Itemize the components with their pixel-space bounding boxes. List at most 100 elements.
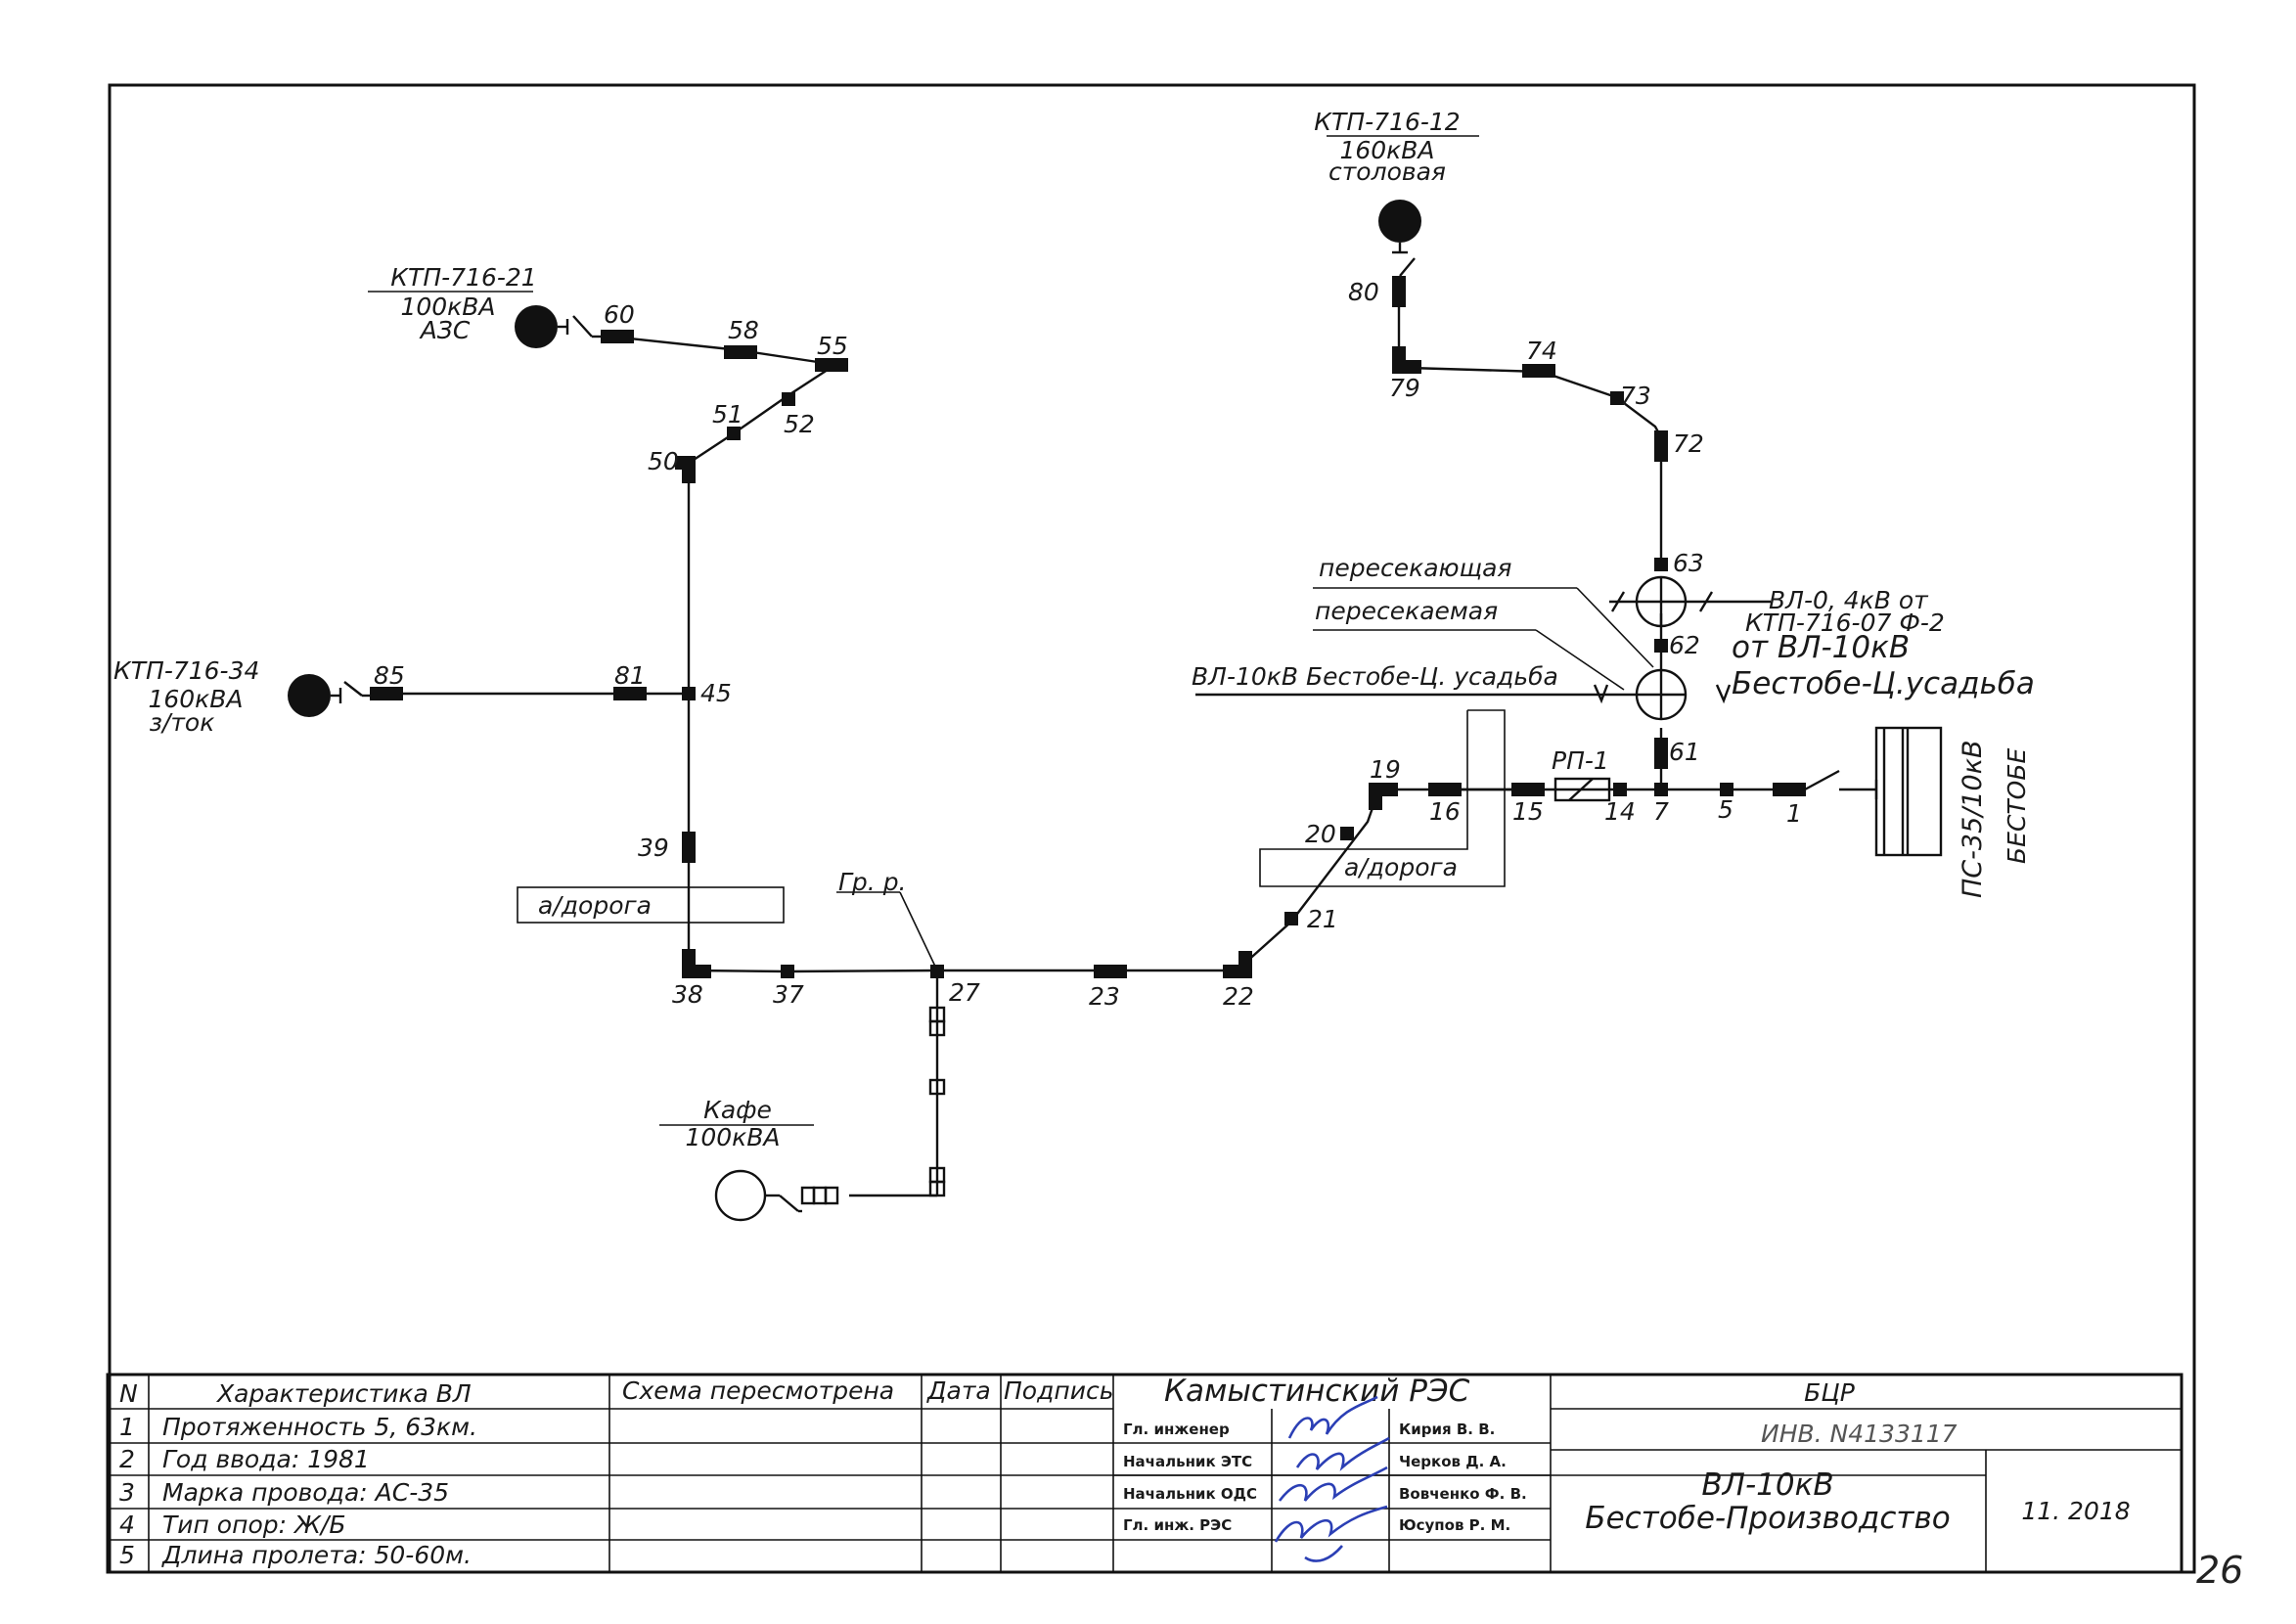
svg-text:51: 51	[712, 400, 743, 429]
pole-22b	[1223, 965, 1252, 978]
row-5-text: Длина пролета: 50-60м.	[161, 1541, 472, 1569]
svg-text:45: 45	[700, 679, 732, 707]
svg-text:73: 73	[1620, 382, 1651, 410]
row-4-text: Тип опор: Ж/Б	[162, 1511, 346, 1539]
vl04-label-2: КТП-716-07 Ф-2	[1745, 609, 1945, 637]
pole-1	[1773, 783, 1806, 796]
title-block: N Характеристика ВЛ Схема пересмотрена Д…	[106, 1373, 2183, 1574]
pole-38b	[682, 965, 711, 978]
vl10-branch-label: Бестобе-Ц.усадьба	[1732, 666, 2035, 701]
crossing-label: пересекающая	[1319, 554, 1511, 582]
role-1: Гл. инженер	[1123, 1421, 1230, 1438]
roads: а/дорога а/дорога	[517, 709, 1506, 924]
svg-text:80: 80	[1348, 278, 1379, 306]
pole-19b	[1369, 783, 1382, 810]
transformer-filled-icon	[515, 305, 558, 348]
signatures	[1274, 1395, 1390, 1562]
pole-5	[1720, 783, 1733, 796]
svg-text:23: 23	[1089, 982, 1120, 1011]
row-3-n: 3	[119, 1478, 135, 1507]
vl10-left-label: ВЛ-10кВ Бестобе-Ц. усадьба	[1192, 662, 1558, 691]
crossed-label: пересекаемая	[1315, 597, 1498, 625]
pole-58	[724, 345, 757, 359]
svg-text:72: 72	[1673, 429, 1704, 458]
page-number: 26	[2196, 1549, 2243, 1592]
svg-text:5: 5	[1718, 795, 1733, 824]
svg-text:85: 85	[374, 661, 405, 690]
svg-text:22: 22	[1223, 982, 1254, 1011]
svg-text:63: 63	[1673, 549, 1704, 577]
cafe-transformer: Кафе 100кВА	[659, 1096, 839, 1222]
row-5-n: 5	[119, 1541, 135, 1569]
row-2-text: Год ввода: 1981	[162, 1445, 370, 1473]
rp1-label: РП-1	[1552, 746, 1609, 775]
ktp-21-name: КТП-716-21	[390, 263, 536, 292]
ps-place: БЕСТОБЕ	[2003, 747, 2031, 864]
ktp-716-34: КТП-716-34 160кВА з/ток	[113, 656, 372, 737]
pole-27	[930, 965, 944, 978]
code: БЦР	[1804, 1378, 1856, 1407]
vl10-from-label: от ВЛ-10кВ	[1732, 630, 1910, 665]
ktp-12-note: столовая	[1328, 158, 1446, 186]
role-2: Начальник ЭТС	[1123, 1453, 1252, 1470]
role-4: Гл. инж. РЭС	[1123, 1516, 1232, 1534]
pole-73	[1610, 391, 1624, 405]
row-1-text: Протяженность 5, 63км.	[162, 1413, 477, 1441]
svg-text:27: 27	[949, 978, 980, 1007]
line-name-1: ВЛ-10кВ	[1701, 1467, 1833, 1503]
ps-name: ПС-35/10кВ	[1958, 740, 1988, 898]
pole-80	[1392, 276, 1406, 307]
pole-labels: 80 79 74 73 72 63 62 61 7 5 1 14 15 16 1…	[374, 278, 1802, 1011]
poles	[370, 276, 1806, 978]
road-label-2: а/дорога	[1344, 853, 1458, 881]
substation-ps-35-10: ПС-35/10кВ БЕСТОБЕ	[1874, 726, 2031, 898]
transformer-empty-icon	[714, 1169, 767, 1222]
person-4: Юсупов Р. М.	[1399, 1516, 1510, 1534]
ktp-34-power: 160кВА	[148, 685, 243, 713]
row-2-n: 2	[119, 1445, 135, 1473]
row-1-n: 1	[119, 1413, 135, 1441]
svg-text:50: 50	[648, 447, 679, 475]
svg-text:52: 52	[784, 410, 815, 438]
pole-50b	[675, 456, 696, 470]
line-name-2: Бестобе-Производство	[1585, 1501, 1950, 1536]
pole-72	[1654, 430, 1668, 462]
pole-23	[1094, 965, 1127, 978]
svg-text:74: 74	[1526, 337, 1557, 365]
svg-text:15: 15	[1512, 797, 1544, 826]
header-reviewed: Схема пересмотрена	[622, 1376, 894, 1405]
ktp-21-note: АЗС	[419, 316, 471, 344]
svg-text:1: 1	[1786, 799, 1802, 828]
svg-text:61: 61	[1669, 738, 1700, 766]
pole-85	[370, 687, 403, 700]
pole-21	[1284, 912, 1298, 925]
pole-79b	[1392, 360, 1421, 374]
ktp-716-12: КТП-716-12 160кВА столовая	[1314, 108, 1479, 277]
pole-39	[682, 832, 696, 863]
pole-74	[1522, 364, 1555, 378]
svg-text:20: 20	[1305, 820, 1336, 848]
pole-16	[1428, 783, 1462, 796]
ktp-12-name: КТП-716-12	[1314, 108, 1460, 136]
gr-r-label: Гр. р.	[838, 868, 907, 896]
ktp-34-note: з/ток	[150, 708, 215, 737]
header-signature: Подпись	[1004, 1376, 1113, 1405]
vl04-label-1: ВЛ-0, 4кВ от	[1769, 586, 1929, 614]
svg-text:19: 19	[1370, 755, 1401, 784]
header-date: Дата	[926, 1376, 991, 1405]
person-2: Черков Д. А.	[1399, 1453, 1507, 1470]
pole-61	[1654, 738, 1668, 769]
crossings: пересекающая пересекаемая ВЛ-0, 4кВ от К…	[1192, 554, 2035, 721]
svg-text:38: 38	[672, 980, 703, 1009]
svg-text:60: 60	[604, 300, 635, 329]
road-label-1: а/дорога	[538, 891, 652, 920]
transformer-filled-icon	[1378, 200, 1421, 243]
cafe-power: 100кВА	[685, 1123, 780, 1151]
svg-text:7: 7	[1653, 797, 1669, 826]
pole-45	[682, 687, 696, 700]
pole-52	[782, 392, 795, 406]
cafe-name: Кафе	[703, 1096, 772, 1124]
pole-63	[1654, 558, 1668, 571]
person-3: Вовченко Ф. В.	[1399, 1485, 1527, 1503]
pole-60	[601, 330, 634, 343]
